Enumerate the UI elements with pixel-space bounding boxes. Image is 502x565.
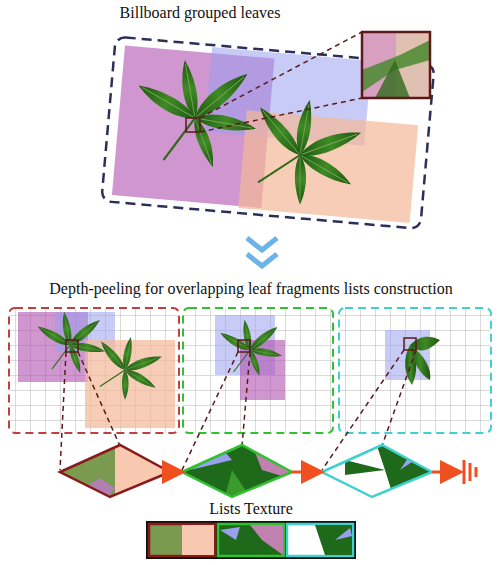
section-heading: Billboard grouped leaves	[120, 4, 281, 22]
texture-caption: Lists Texture	[209, 500, 292, 518]
section-heading: Depth-peeling for overlapping leaf fragm…	[49, 280, 452, 298]
